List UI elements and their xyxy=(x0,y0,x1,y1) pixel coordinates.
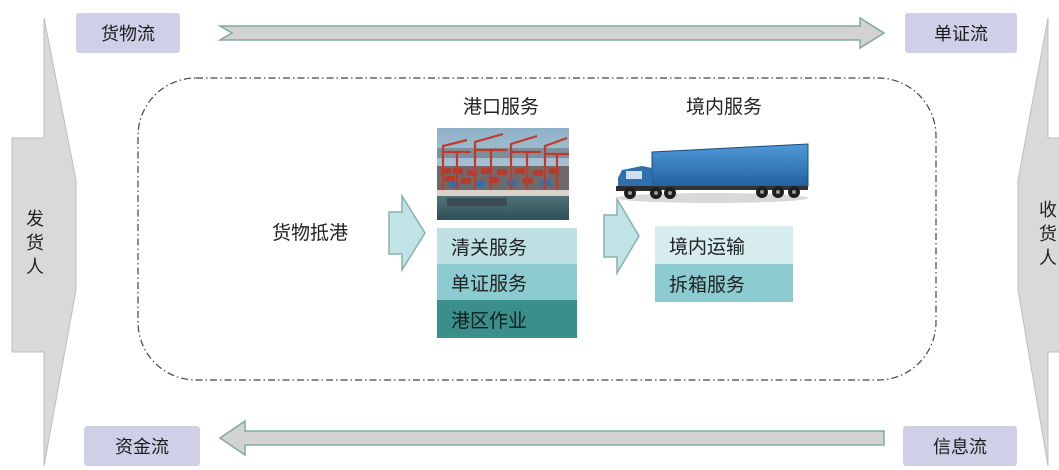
fund-flow-box: 资金流 xyxy=(84,426,200,466)
domestic-transport-service: 境内运输 xyxy=(655,226,793,264)
truck-photo xyxy=(612,140,812,206)
container-port-photo xyxy=(437,128,569,220)
info-flow-box: 信息流 xyxy=(903,426,1017,466)
document-service: 单证服务 xyxy=(437,264,577,300)
shipper-label: 发 货 人 xyxy=(20,205,50,283)
shipper-char-3: 人 xyxy=(26,257,44,278)
step-arrow-2 xyxy=(603,196,640,276)
domestic-service-title: 境内服务 xyxy=(685,95,762,118)
document-flow-box: 单证流 xyxy=(905,13,1017,53)
devanning-service: 拆箱服务 xyxy=(655,264,793,302)
cargo-flow-box: 货物流 xyxy=(76,13,180,53)
consignee-arrow xyxy=(1017,17,1059,467)
top-flow-arrow xyxy=(217,16,886,50)
shipper-arrow xyxy=(11,17,77,467)
consignee-label: 收 货 人 xyxy=(1033,196,1059,274)
step-arrow-1 xyxy=(388,193,426,273)
shipper-char-1: 发 xyxy=(26,209,44,230)
port-service-title: 港口服务 xyxy=(462,95,539,118)
port-operation-service: 港区作业 xyxy=(437,300,577,338)
service-boundary xyxy=(137,77,937,381)
consignee-char-2: 货 xyxy=(1039,224,1057,245)
cargo-arrival-label: 货物抵港 xyxy=(271,221,348,244)
shipper-char-2: 货 xyxy=(26,233,44,254)
bottom-flow-arrow xyxy=(218,419,885,457)
consignee-char-3: 人 xyxy=(1039,248,1057,269)
customs-clearance-service: 清关服务 xyxy=(437,228,577,264)
consignee-char-1: 收 xyxy=(1039,200,1057,221)
